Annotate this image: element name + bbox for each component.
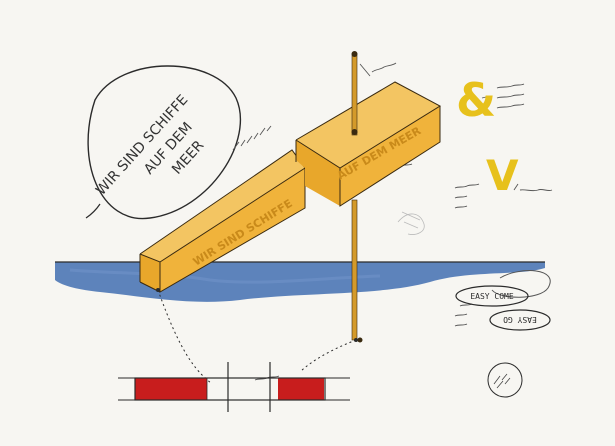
- easy-go-text: EASY GO: [503, 315, 537, 324]
- faint-doodle: [397, 211, 425, 235]
- red-bar-diagram: [118, 362, 350, 412]
- vertical-pole: [351, 51, 363, 343]
- easy-go-stamp: EASY GO: [489, 309, 551, 331]
- ampersand-symbol: &: [456, 73, 496, 127]
- scribble-loop: [491, 270, 551, 298]
- beam-back-section: AUF DEM MEER: [295, 81, 442, 207]
- easy-come-stamp: EASY COME: [455, 285, 529, 307]
- pole-top-knob: [351, 51, 358, 57]
- small-circle-note: [487, 362, 523, 398]
- scribble-notes: [232, 62, 553, 381]
- pole-bottom-knob: [357, 337, 363, 343]
- v-symbol: V: [486, 151, 519, 200]
- easy-come-text: EASY COME: [470, 292, 514, 301]
